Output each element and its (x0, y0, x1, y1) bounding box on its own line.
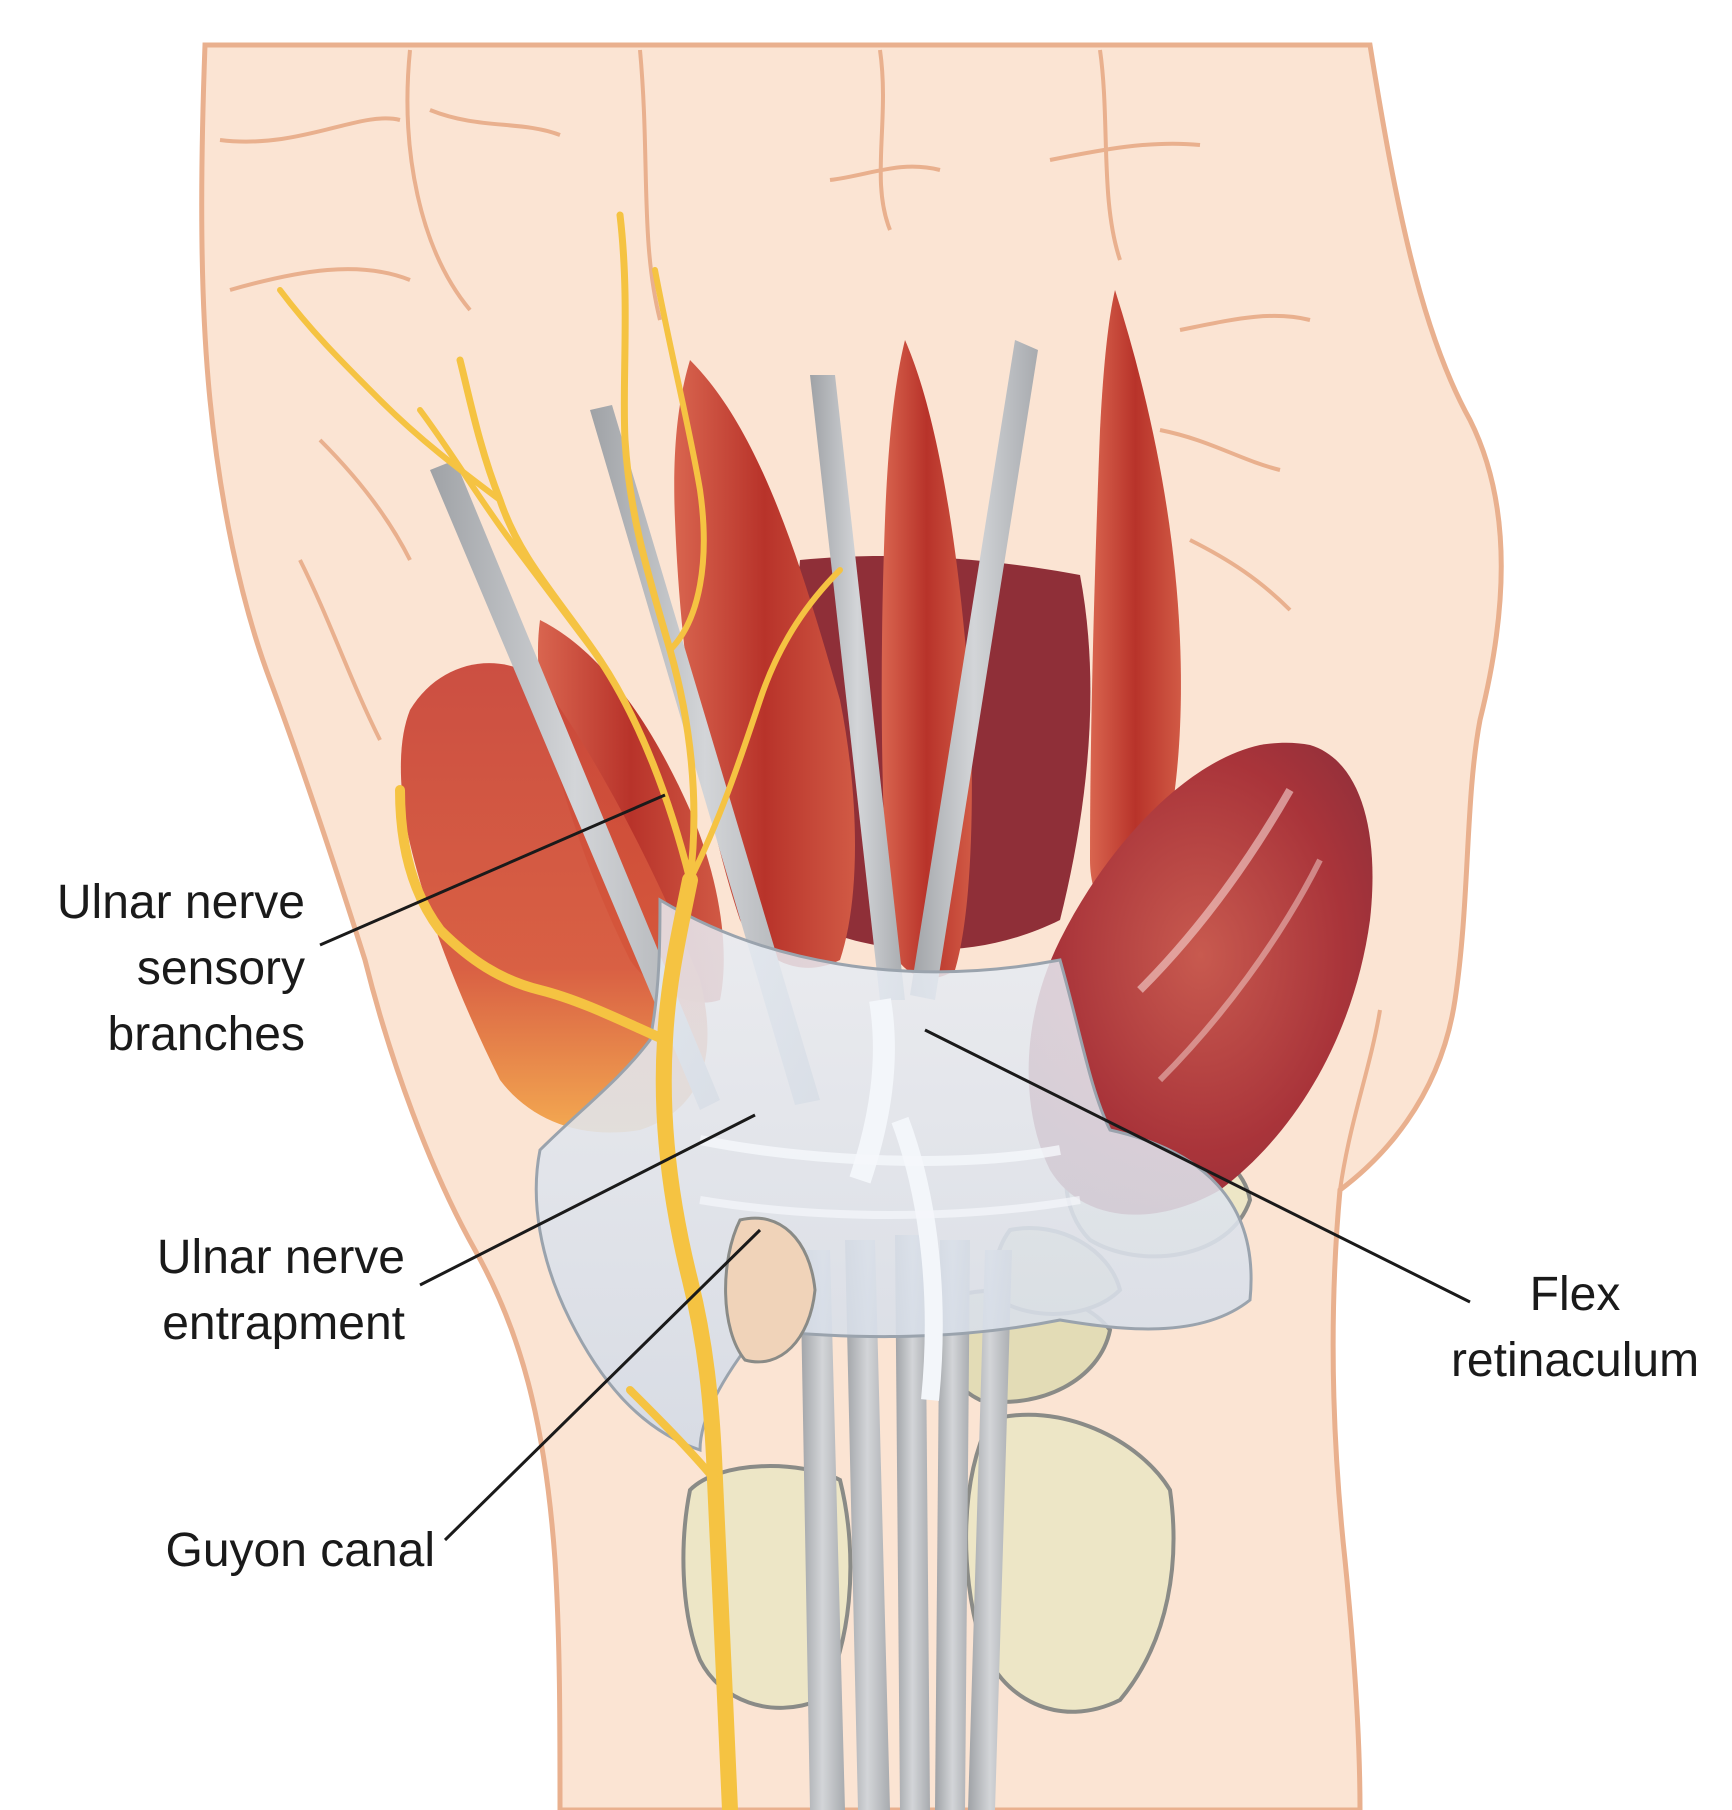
label-line: Ulnar nerve (56, 876, 305, 929)
label-line: entrapment (162, 1297, 405, 1350)
label-line: Flex (1529, 1268, 1621, 1321)
thenar-muscle-oval (1028, 742, 1373, 1215)
callout-leader-lines (319, 793, 1471, 1542)
label-line: Ulnar nerve (156, 1231, 405, 1284)
label-line: branches (107, 1008, 305, 1061)
label-ulnar-nerve-sensory-branches: Ulnar nerve sensory branches (0, 870, 305, 1068)
label-line: Guyon canal (165, 1524, 435, 1577)
label-ulnar-nerve-entrapment: Ulnar nerve entrapment (60, 1225, 405, 1357)
label-guyon-canal: Guyon canal (60, 1518, 435, 1584)
label-line: retinaculum (1450, 1334, 1700, 1387)
hypothenar-muscle-group (400, 663, 708, 1133)
ulnar-nerve (277, 211, 843, 1810)
label-line: sensory (136, 942, 305, 995)
flexor-retinaculum-ligament (534, 897, 1253, 1453)
label-flex-retinaculum: Flex retinaculum (1420, 1262, 1730, 1394)
guyon-canal-opening (724, 1216, 817, 1364)
